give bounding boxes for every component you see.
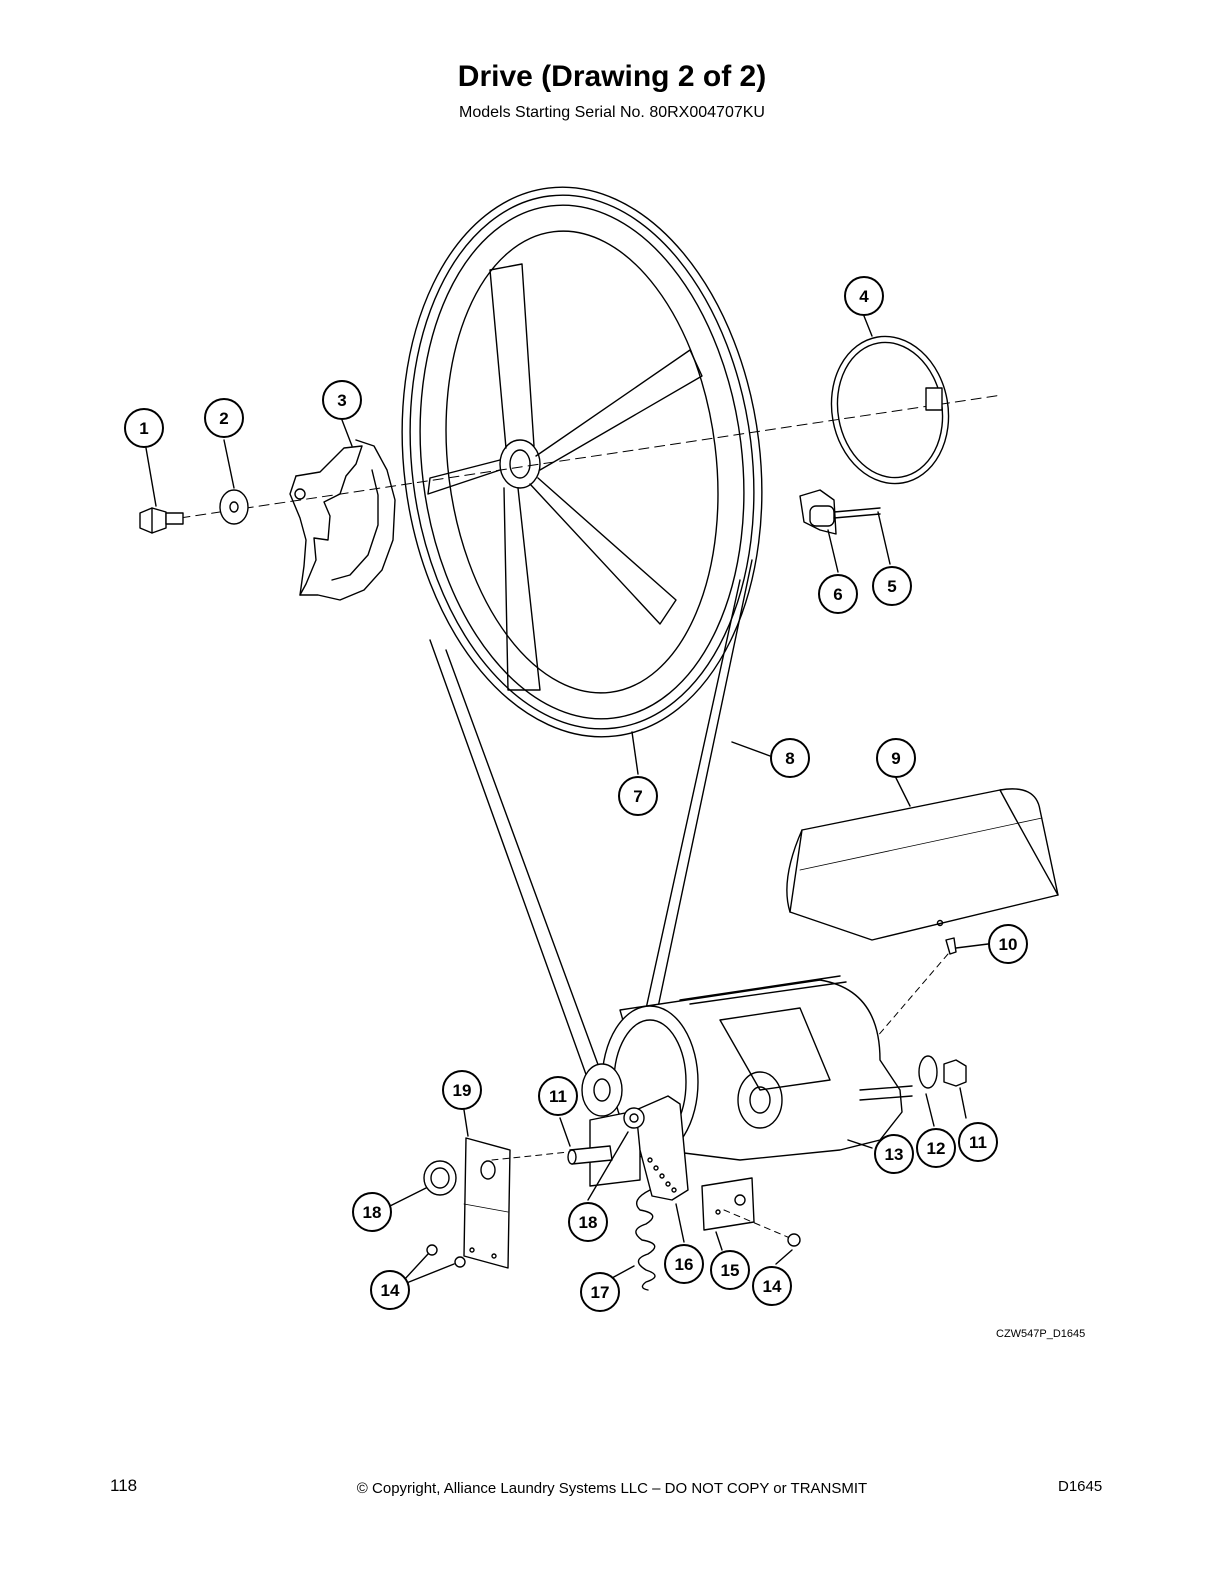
callout-circle xyxy=(568,1202,608,1242)
callout-circle xyxy=(818,574,858,614)
callout-label: 18 xyxy=(363,1203,382,1222)
footer-doc-code: D1645 xyxy=(1058,1478,1103,1495)
callout-17: 17 xyxy=(580,1272,620,1312)
callout-label: 3 xyxy=(337,391,346,410)
callout-7: 7 xyxy=(618,776,658,816)
callout-label: 18 xyxy=(579,1213,598,1232)
callout-label: 15 xyxy=(721,1261,740,1280)
callout-6: 6 xyxy=(818,574,858,614)
callout-circle xyxy=(618,776,658,816)
page-subtitle: Models Starting Serial No. 80RX004707KU xyxy=(459,104,765,121)
callout-label: 5 xyxy=(887,577,896,596)
callout-circle xyxy=(580,1272,620,1312)
callout-circle xyxy=(916,1128,956,1168)
motor-shaft-stub xyxy=(567,1145,613,1165)
callout-circle xyxy=(538,1076,578,1116)
callout-circle xyxy=(876,738,916,778)
leader-lines xyxy=(145,315,989,1285)
callout-label: 2 xyxy=(219,409,228,428)
callout-5: 5 xyxy=(872,566,912,606)
callout-label: 14 xyxy=(381,1281,400,1300)
callout-label: 16 xyxy=(675,1255,694,1274)
callout-circle xyxy=(770,738,810,778)
callout-3: 3 xyxy=(322,380,362,420)
page-title: Drive (Drawing 2 of 2) xyxy=(457,60,767,93)
callout-label: 13 xyxy=(885,1145,904,1164)
callout-circle xyxy=(874,1134,914,1174)
mount-plate-part xyxy=(701,1177,791,1239)
callout-circle xyxy=(352,1192,392,1232)
callout-2: 2 xyxy=(204,398,244,438)
nut-center-part xyxy=(623,1107,645,1129)
footer-page-number: 118 xyxy=(110,1476,138,1495)
hose-clamp-part xyxy=(830,335,950,485)
callout-1: 1 xyxy=(124,408,164,448)
callout-circle xyxy=(844,276,884,316)
callout-11: 11 xyxy=(958,1122,998,1162)
callout-circle xyxy=(322,380,362,420)
footer-copyright: © Copyright, Alliance Laundry Systems LL… xyxy=(356,1480,868,1497)
callout-circle xyxy=(958,1122,998,1162)
callout-12: 12 xyxy=(916,1128,956,1168)
shield-bracket-part xyxy=(289,439,396,601)
callout-13: 13 xyxy=(874,1134,914,1174)
nut-left-part xyxy=(423,1160,457,1196)
callout-10: 10 xyxy=(988,924,1028,964)
pulley-wheel-part xyxy=(409,194,755,730)
screws-left-part xyxy=(426,1244,466,1268)
drive-belt-part xyxy=(401,186,763,1113)
drawing-code: CZW547P_D1645 xyxy=(996,1328,1086,1340)
callout-14: 14 xyxy=(370,1270,410,1310)
callout-label: 4 xyxy=(859,287,869,306)
callout-label: 11 xyxy=(549,1087,567,1106)
callout-label: 7 xyxy=(633,787,642,806)
callout-circle xyxy=(124,408,164,448)
bolt-part xyxy=(139,507,184,534)
callout-16: 16 xyxy=(664,1244,704,1284)
callout-circle xyxy=(664,1244,704,1284)
spring-part xyxy=(635,1189,656,1291)
callout-19: 19 xyxy=(442,1070,482,1110)
callout-circle xyxy=(988,924,1028,964)
callout-8: 8 xyxy=(770,738,810,778)
callout-circle xyxy=(872,566,912,606)
callout-11: 11 xyxy=(538,1076,578,1116)
callout-15: 15 xyxy=(710,1250,750,1290)
callout-label: 1 xyxy=(139,419,148,438)
callout-14: 14 xyxy=(752,1266,792,1306)
callout-label: 10 xyxy=(999,935,1018,954)
washer-part xyxy=(219,489,249,525)
callout-label: 11 xyxy=(969,1133,987,1152)
callout-4: 4 xyxy=(844,276,884,316)
axis-centerline xyxy=(179,394,1003,519)
shaft-hardware-right xyxy=(918,1055,967,1089)
callout-label: 19 xyxy=(453,1081,472,1100)
callout-label: 6 xyxy=(833,585,842,604)
motor-pulley-part xyxy=(581,1063,641,1187)
callout-circle xyxy=(370,1270,410,1310)
callout-label: 14 xyxy=(763,1277,782,1296)
callout-label: 12 xyxy=(927,1139,946,1158)
callout-label: 9 xyxy=(891,749,900,768)
callout-circle xyxy=(710,1250,750,1290)
motor-cover-part xyxy=(786,788,1059,941)
callout-9: 9 xyxy=(876,738,916,778)
callout-label: 17 xyxy=(591,1283,610,1302)
callout-label: 8 xyxy=(785,749,794,768)
callout-18: 18 xyxy=(352,1192,392,1232)
screw-right-part xyxy=(787,1233,801,1247)
callout-18: 18 xyxy=(568,1202,608,1242)
tension-arm-part xyxy=(635,1095,689,1201)
sensor-part xyxy=(799,489,881,535)
callout-circle xyxy=(752,1266,792,1306)
callout-circle xyxy=(204,398,244,438)
callout-circle xyxy=(442,1070,482,1110)
